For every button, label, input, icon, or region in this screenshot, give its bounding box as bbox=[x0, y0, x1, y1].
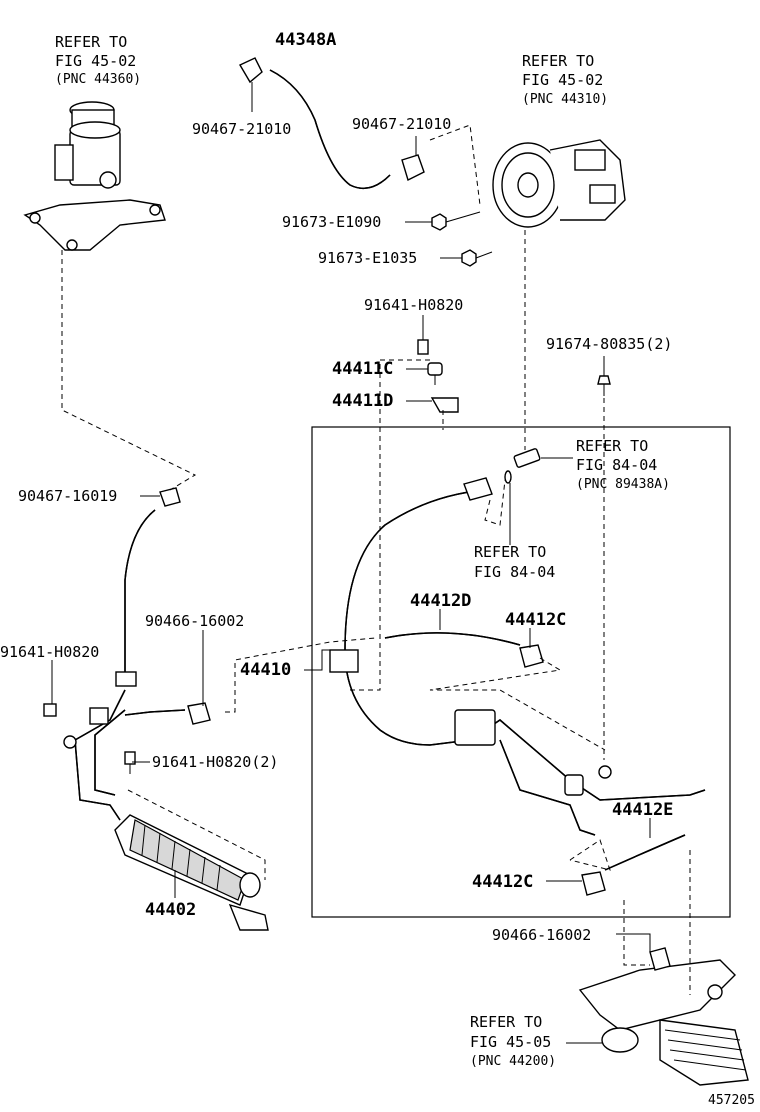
label-91673-E1090: 91673-E1090 bbox=[282, 213, 381, 231]
pressure-sensor bbox=[504, 448, 541, 484]
return-tube-assembly bbox=[429, 709, 706, 836]
svg-text:FIG 45-02: FIG 45-02 bbox=[522, 71, 603, 89]
figure-id: 457205 bbox=[708, 1093, 755, 1108]
clamp-44411D bbox=[430, 397, 459, 413]
label-90467-16019: 90467-16019 bbox=[18, 487, 117, 505]
label-44412C-a: 44412C bbox=[505, 610, 566, 630]
svg-text:(PNC 89438A): (PNC 89438A) bbox=[576, 477, 670, 492]
label-44410: 44410 bbox=[240, 660, 291, 680]
label-90466-16002-b: 90466-16002 bbox=[492, 926, 591, 944]
label-90467-21010-a: 90467-21010 bbox=[192, 120, 291, 138]
leader-lines bbox=[51, 82, 651, 1044]
ref-sensor: REFER TO FIG 84-04 (PNC 89438A) bbox=[576, 437, 670, 492]
label-91641-H0820-top: 91641-H0820 bbox=[364, 296, 463, 314]
svg-text:FIG 45-05: FIG 45-05 bbox=[470, 1033, 551, 1051]
bolt-91641-H0820-2 bbox=[124, 751, 136, 774]
svg-text:REFER TO: REFER TO bbox=[474, 543, 546, 561]
svg-text:(PNC 44310): (PNC 44310) bbox=[522, 92, 608, 107]
hose-clamp-90467-21010-a bbox=[239, 57, 263, 84]
bolt-91673-E1035 bbox=[461, 249, 493, 267]
svg-text:REFER TO: REFER TO bbox=[55, 33, 127, 51]
svg-text:FIG 84-04: FIG 84-04 bbox=[474, 563, 555, 581]
ref-sensor2: REFER TO FIG 84-04 bbox=[474, 543, 555, 581]
label-91674-80835: 91674-80835(2) bbox=[546, 335, 672, 353]
label-91673-E1035: 91673-E1035 bbox=[318, 249, 417, 267]
label-90467-21010-b: 90467-21010 bbox=[352, 115, 451, 133]
bolt-91641-H0820-top bbox=[417, 339, 429, 355]
cooler-pipes bbox=[63, 689, 186, 821]
label-44411D: 44411D bbox=[332, 391, 393, 411]
svg-text:(PNC 44360): (PNC 44360) bbox=[55, 72, 141, 87]
ref-pump: REFER TO FIG 45-02 (PNC 44310) bbox=[522, 52, 608, 107]
hose-clamp-90467-16019 bbox=[159, 487, 181, 507]
bolt-91673-E1090 bbox=[431, 211, 481, 231]
svg-text:FIG 84-04: FIG 84-04 bbox=[576, 456, 657, 474]
routing-lines bbox=[61, 124, 691, 995]
hose-clamp-44412C-a bbox=[519, 644, 544, 668]
power-steering-pump bbox=[492, 139, 626, 228]
ref-reservoir: REFER TO FIG 45-02 (PNC 44360) bbox=[55, 33, 141, 87]
label-90466-16002-a: 90466-16002 bbox=[145, 612, 244, 630]
bolt-91674-80835 bbox=[597, 375, 611, 396]
svg-text:REFER TO: REFER TO bbox=[576, 437, 648, 455]
reservoir-return-hose bbox=[124, 509, 156, 680]
label-44402: 44402 bbox=[145, 900, 196, 920]
label-44412D: 44412D bbox=[410, 591, 471, 611]
hose-clamp-44412C-b bbox=[581, 871, 606, 896]
hose-clamp-90466-16002-a bbox=[187, 702, 211, 725]
steering-gear bbox=[578, 959, 749, 1086]
svg-text:REFER TO: REFER TO bbox=[470, 1013, 542, 1031]
reservoir-tank bbox=[23, 101, 166, 251]
svg-text:(PNC 44200): (PNC 44200) bbox=[470, 1054, 556, 1069]
hose-clamp-90467-21010-b bbox=[401, 154, 425, 181]
clamp-44411C bbox=[427, 362, 443, 385]
hose-clamp-90466-16002-b bbox=[649, 947, 671, 971]
label-44412C-b: 44412C bbox=[472, 872, 533, 892]
label-91641-H0820-2: 91641-H0820(2) bbox=[152, 753, 278, 771]
label-91641-H0820-left: 91641-H0820 bbox=[0, 643, 99, 661]
hose-assembly-box bbox=[311, 426, 731, 918]
ref-gear: REFER TO FIG 45-05 (PNC 44200) bbox=[470, 1013, 556, 1069]
label-44348A: 44348A bbox=[275, 30, 336, 50]
svg-text:REFER TO: REFER TO bbox=[522, 52, 594, 70]
svg-text:FIG 45-02: FIG 45-02 bbox=[55, 52, 136, 70]
bolt-91641-H0820-left bbox=[43, 703, 57, 717]
label-44412E: 44412E bbox=[612, 800, 673, 820]
pressure-hose-44410 bbox=[344, 489, 486, 746]
oil-cooler-44402 bbox=[114, 814, 269, 931]
label-44411C: 44411C bbox=[332, 359, 393, 379]
